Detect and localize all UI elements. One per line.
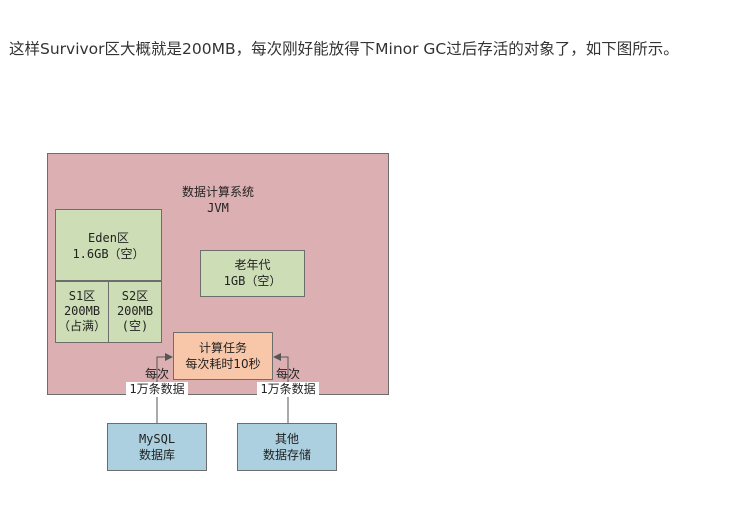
system-title: 数据计算系统 <box>181 185 254 199</box>
jvm-label: JVM <box>207 201 229 215</box>
mysql-source <box>107 423 207 471</box>
intro-paragraph: 这样Survivor区大概就是200MB，每次刚好能放得下Minor GC过后存… <box>9 40 679 58</box>
mysql-type: 数据库 <box>138 448 175 462</box>
mysql-name: MySQL <box>138 432 176 446</box>
s1-name: S1区 <box>68 289 96 303</box>
old-gen-region <box>200 250 305 297</box>
s1-status: （占满） <box>57 319 106 333</box>
left-edge-label-1: 每次 <box>144 367 169 381</box>
s2-region <box>108 281 162 343</box>
s1-region <box>55 281 109 343</box>
right-edge-label-2: 1万条数据 <box>257 382 319 397</box>
task-name: 计算任务 <box>198 341 247 355</box>
old-gen-size: 1GB（空） <box>223 274 282 288</box>
other-name: 其他 <box>274 432 299 446</box>
compute-task <box>173 332 273 380</box>
other-source <box>237 423 337 471</box>
old-gen-name: 老年代 <box>234 258 271 272</box>
s2-status: (空) <box>121 319 149 333</box>
left-edge-label-2: 1万条数据 <box>126 382 188 397</box>
other-to-task-arrow <box>273 353 289 423</box>
s2-size: 200MB <box>116 304 154 318</box>
task-duration: 每次耗时10秒 <box>185 357 261 371</box>
s1-size: 200MB <box>63 304 101 318</box>
eden-region <box>55 209 162 281</box>
eden-size: 1.6GB（空） <box>72 247 145 261</box>
mysql-to-task-arrow <box>156 353 173 423</box>
eden-name: Eden区 <box>88 231 129 245</box>
right-edge-label-1: 每次 <box>275 367 300 381</box>
s2-name: S2区 <box>121 289 149 303</box>
other-type: 数据存储 <box>262 448 311 462</box>
